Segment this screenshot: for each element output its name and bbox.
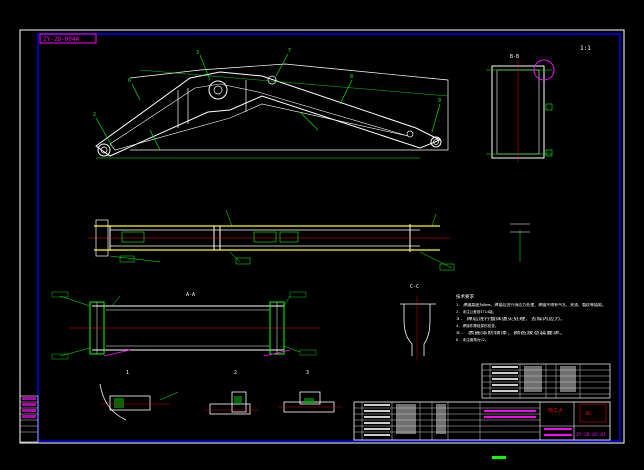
drawing-code: ZY-2D-05-01 xyxy=(576,432,606,438)
svg-text:9: 9 xyxy=(438,98,441,104)
inner-frame xyxy=(37,33,621,442)
notes-line-2: 2. 未注公差按IT14级。 xyxy=(456,309,496,314)
notes-line-1: 1. 焊缝高度为6mm，焊接后进行消应力处理，焊缝不得有气孔、夹渣、裂纹等缺陷。 xyxy=(456,302,606,307)
parts-list-upper xyxy=(481,363,611,399)
weld-detail-2: 2 xyxy=(204,370,258,415)
notes-line-6: 6. 未注倒角为C2。 xyxy=(456,337,488,342)
scale-tag: 1:1 xyxy=(580,45,591,52)
outer-frame xyxy=(19,29,625,444)
notes-line-4: 4. 焊接件需经探伤检查。 xyxy=(456,323,498,328)
title-tag: ZY-2D-004A xyxy=(43,36,80,43)
boom-top-view xyxy=(88,209,455,271)
svg-text:2: 2 xyxy=(93,112,96,118)
detail-1-label: 1 xyxy=(126,370,129,376)
section-cc-view: C-C xyxy=(400,284,436,360)
svg-text:7: 7 xyxy=(288,48,291,54)
notes-line-5: 5. 表面涂防锈漆，颜色按总装要求。 xyxy=(456,330,566,335)
company-name: 哈工大 xyxy=(548,407,563,414)
drawing-stamp: Kc xyxy=(586,411,592,417)
margin-table xyxy=(19,395,39,443)
title-block: 哈工大 Kc ZY-2D-05-01 xyxy=(353,401,611,441)
svg-text:3: 3 xyxy=(196,50,199,56)
section-bb-view: B-B xyxy=(486,54,555,162)
detail-4-view xyxy=(510,223,530,262)
detail-3-label: 3 xyxy=(306,370,309,376)
weld-detail-1: 1 xyxy=(99,370,179,421)
section-aa-label: A-A xyxy=(186,292,195,298)
section-cc-label: C-C xyxy=(410,284,419,290)
tech-notes: 技术要求 1. 焊缝高度为6mm，焊接后进行消应力处理，焊缝不得有气孔、夹渣、裂… xyxy=(456,293,606,342)
svg-text:6: 6 xyxy=(128,78,131,84)
status-mark xyxy=(492,456,506,459)
boom-side-view: 2 6 3 7 8 9 xyxy=(93,48,449,159)
detail-2-label: 2 xyxy=(234,370,237,376)
notes-line-3: 3. 焊后进行整体退火处理，去除内应力。 xyxy=(456,316,566,321)
notes-title: 技术要求 xyxy=(456,293,474,300)
section-aa-view: A-A xyxy=(51,291,320,360)
title-tag-box xyxy=(39,33,97,44)
section-bb-label: B-B xyxy=(510,54,519,60)
svg-text:8: 8 xyxy=(350,74,353,80)
weld-detail-3: 3 xyxy=(278,370,342,413)
